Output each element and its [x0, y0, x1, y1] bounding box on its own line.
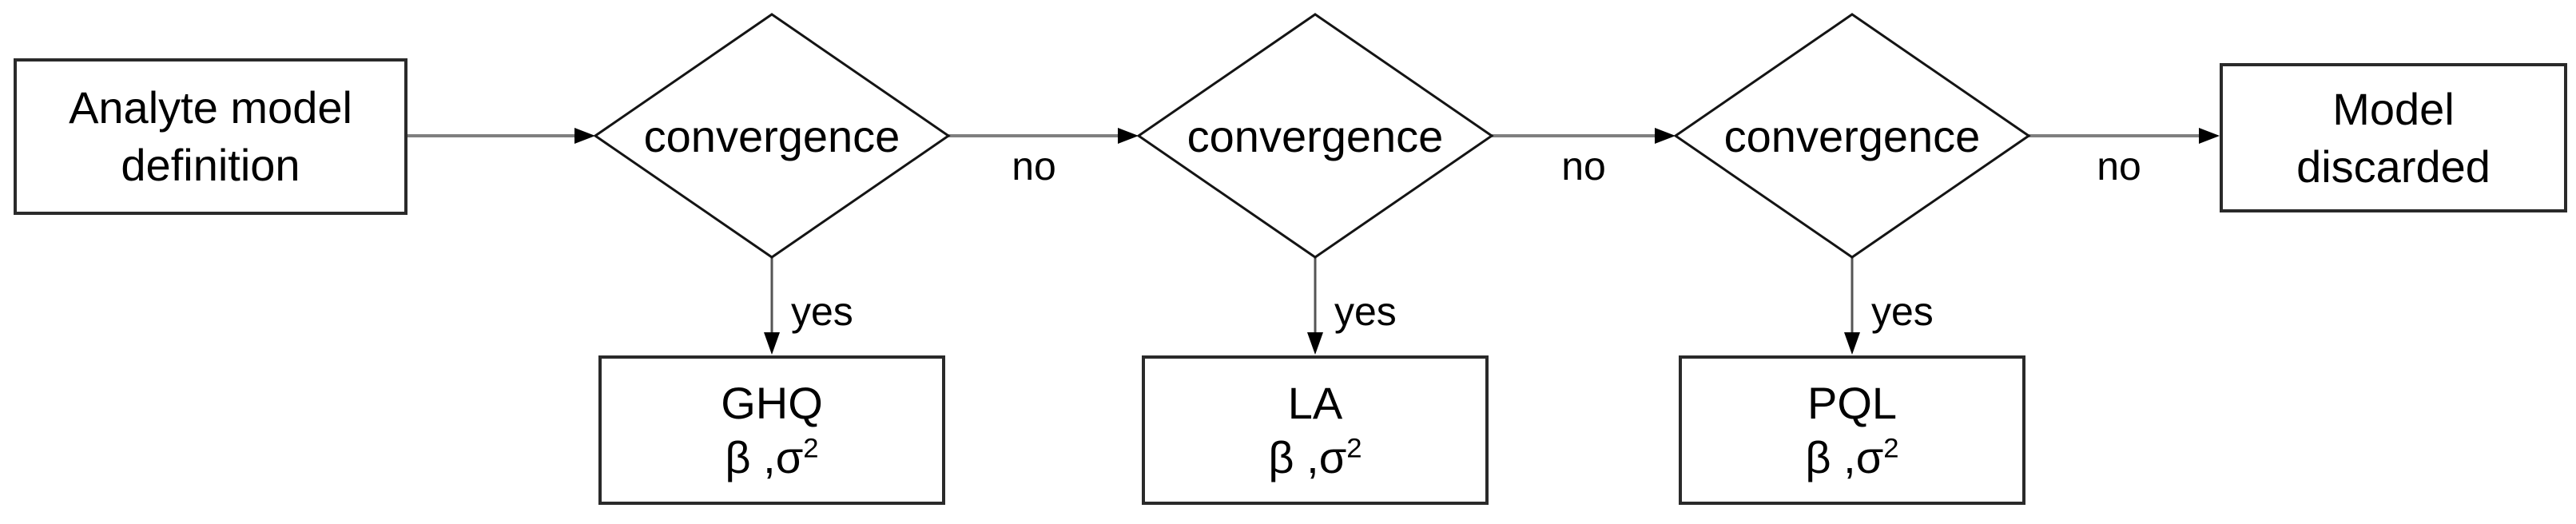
edge-label-yes-3: yes	[1871, 289, 1934, 334]
result-node-pql-params-text: β ,σ	[1805, 431, 1884, 482]
decision1-label: convergence	[643, 110, 900, 161]
result-node-la-title: LA	[1287, 377, 1343, 428]
decision3-label: convergence	[1723, 110, 1981, 161]
decision2-label: convergence	[1187, 110, 1444, 161]
edge-label-no-3: no	[2097, 144, 2141, 189]
result-node-ghq-title: GHQ	[721, 377, 823, 428]
result-node-pql: PQL β ,σ2	[1679, 355, 2025, 505]
result-node-pql-params-sup: 2	[1883, 432, 1899, 463]
result-node-ghq-params: β ,σ2	[725, 431, 818, 485]
result-node-ghq: GHQ β ,σ2	[598, 355, 945, 505]
end-node-model-discarded: Model discarded	[2220, 63, 2567, 212]
result-node-la-params-text: β ,σ	[1268, 431, 1347, 482]
arrowhead-into-result2	[1307, 332, 1323, 355]
decision3-diamond-shape	[1673, 13, 2031, 259]
result-node-pql-title: PQL	[1807, 377, 1898, 428]
arrowhead-into-decision3	[1655, 128, 1676, 144]
result-node-la-params: β ,σ2	[1268, 431, 1362, 485]
start-node-label-line1: Analyte model	[69, 82, 352, 133]
edge-label-no-2: no	[1561, 144, 1606, 189]
edge-label-no-1: no	[1012, 144, 1056, 189]
arrowhead-into-result1	[764, 332, 780, 355]
decision1-diamond-shape	[593, 13, 951, 259]
result-node-ghq-params-sup: 2	[803, 432, 819, 463]
edge-label-yes-1: yes	[791, 289, 853, 334]
end-node-label-line2: discarded	[2296, 141, 2491, 192]
decision2-diamond-shape	[1136, 13, 1494, 259]
result-node-ghq-params-text: β ,σ	[725, 431, 804, 482]
arrowhead-into-result3	[1844, 332, 1860, 355]
result-node-pql-params: β ,σ2	[1805, 431, 1898, 485]
arrowhead-into-end-box	[2199, 128, 2220, 144]
edge-label-yes-2: yes	[1334, 289, 1397, 334]
arrowhead-into-decision2	[1118, 128, 1139, 144]
start-node-analyte-model-definition: Analyte model definition	[14, 58, 407, 215]
result-node-la: LA β ,σ2	[1142, 355, 1489, 505]
arrowhead-into-decision1	[574, 128, 595, 144]
result-node-la-params-sup: 2	[1346, 432, 1362, 463]
start-node-label-line2: definition	[121, 140, 300, 190]
end-node-label-line1: Model	[2332, 83, 2455, 134]
